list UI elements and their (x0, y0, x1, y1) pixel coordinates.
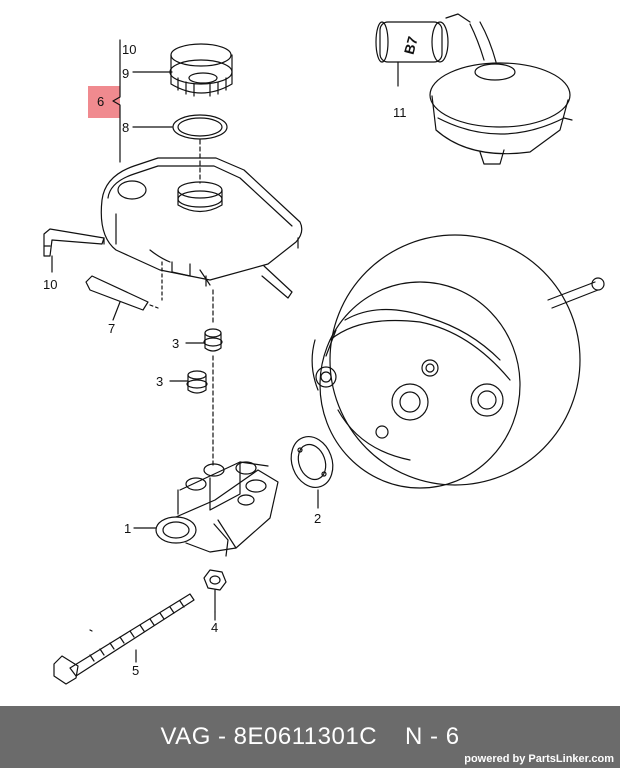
callout-label: 9 (122, 66, 129, 81)
part-number-label: VAG - 8E0611301C (160, 723, 378, 750)
callout-label: 3 (156, 374, 163, 389)
reservoir-cap (169, 43, 233, 97)
sensor-marking: B7 (401, 34, 421, 56)
callout-numbers: 10 9 6 8 11 10 7 3 3 1 2 4 5 B7 (43, 34, 421, 678)
position-label: N - 6 (405, 723, 460, 750)
callout-label: 8 (122, 120, 129, 135)
grommet-lower (186, 370, 208, 394)
bolt (53, 593, 195, 685)
callout-bracket (112, 39, 121, 163)
callout-label-highlighted: 6 (97, 94, 104, 109)
powered-by-link[interactable]: powered by PartsLinker.com (464, 753, 614, 765)
callout-label: 10 (122, 42, 136, 57)
brake-master-cylinder (155, 461, 279, 557)
callout-label: 5 (132, 663, 139, 678)
nut (203, 569, 227, 613)
callout-label: 10 (43, 277, 57, 292)
callout-label: 1 (124, 521, 131, 536)
leader-lines (51, 71, 319, 663)
retaining-pin (85, 275, 159, 311)
footer-bar: VAG - 8E0611301C N - 6 powered by PartsLi… (0, 706, 620, 768)
brake-booster (311, 234, 605, 489)
exploded-parts-diagram: 10 9 6 8 11 10 7 3 3 1 2 4 5 B7 (43, 13, 605, 685)
brake-fluid-reservoir (100, 157, 303, 299)
callout-label: 3 (172, 336, 179, 351)
callout-label: 7 (108, 321, 115, 336)
reservoir-clip (43, 228, 105, 257)
callout-label: 2 (314, 511, 321, 526)
grommet-upper (203, 328, 223, 352)
gasket (290, 436, 334, 488)
callout-label: 11 (393, 105, 407, 120)
booster-sensor-assembly (375, 13, 573, 165)
callout-label: 4 (211, 620, 218, 635)
footer-part-info: VAG - 8E0611301C N - 6 (0, 723, 620, 751)
seal-ring (172, 114, 228, 184)
